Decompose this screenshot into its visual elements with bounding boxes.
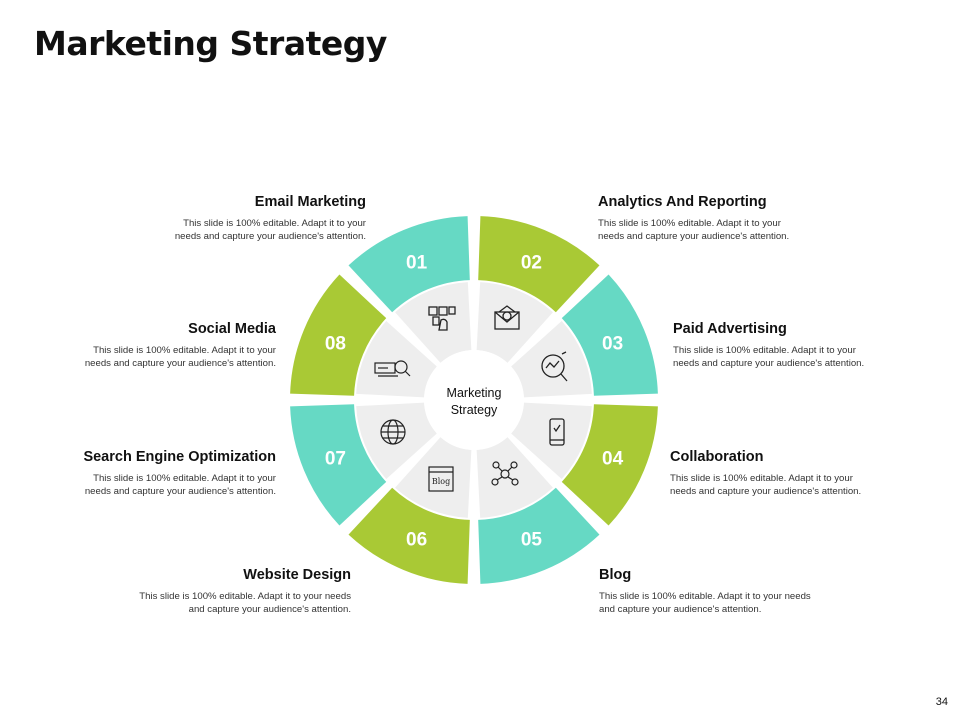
- center-label-line1: Marketing: [447, 386, 502, 400]
- inner-segment-02: [476, 282, 553, 363]
- segment-08: [290, 274, 387, 396]
- segment-number: 05: [521, 530, 543, 551]
- topic-title: Website Design: [243, 567, 351, 583]
- topic-title: Email Marketing: [254, 194, 366, 210]
- segment-number: 02: [521, 252, 542, 273]
- topic-description: This slide is 100% editable. Adapt it to…: [174, 218, 366, 242]
- segment-01: [348, 216, 470, 313]
- segment-05: [478, 487, 600, 584]
- topic-description: This slide is 100% editable. Adapt it to…: [670, 473, 862, 497]
- inner-segment-04: [511, 402, 592, 479]
- topic-website-design: Website Design This slide is 100% editab…: [139, 566, 351, 616]
- topic-title: Collaboration: [670, 449, 764, 465]
- segment-number: 07: [325, 448, 346, 469]
- topic-email-marketing: Email Marketing This slide is 100% edita…: [175, 193, 366, 243]
- email-icon: [494, 305, 520, 330]
- search-engine-icon: [374, 360, 411, 377]
- inner-segment-03: [511, 321, 592, 398]
- topic-title: Search Engine Optimization: [83, 449, 276, 465]
- marketing-ideas-icon: [428, 306, 456, 331]
- segment-06: [348, 487, 470, 584]
- topic-social-media: Social Media This slide is 100% editable…: [85, 320, 276, 370]
- svg-text:Blog: Blog: [432, 477, 450, 486]
- segment-number: 03: [602, 334, 623, 355]
- center-label-line2: Strategy: [451, 403, 498, 417]
- segment-number: 01: [406, 252, 428, 273]
- topic-description: This slide is 100% editable. Adapt it to…: [599, 591, 811, 615]
- topic-blog: Blog This slide is 100% editable. Adapt …: [599, 566, 811, 616]
- slide-title: Marketing Strategy: [34, 24, 387, 63]
- topic-title: Social Media: [188, 321, 276, 337]
- network-icon: [491, 461, 519, 486]
- topic-search-engine-optimization: Search Engine Optimization This slide is…: [83, 448, 276, 498]
- topic-description: This slide is 100% editable. Adapt it to…: [598, 218, 790, 242]
- topic-description: This slide is 100% editable. Adapt it to…: [139, 591, 351, 615]
- topic-analytics-and-reporting: Analytics And Reporting This slide is 10…: [598, 193, 789, 243]
- inner-segment-05: [476, 437, 553, 518]
- topic-description: This slide is 100% editable. Adapt it to…: [84, 345, 276, 369]
- segment-02: [478, 216, 600, 313]
- segment-07: [290, 404, 387, 526]
- inner-segment-08: [356, 321, 437, 398]
- segment-number: 08: [325, 334, 346, 355]
- inner-segment-06: [395, 437, 472, 518]
- segment-04: [561, 404, 658, 526]
- topic-title: Analytics And Reporting: [598, 194, 767, 210]
- globe-icon: [380, 419, 406, 445]
- blog-icon: Blog: [428, 466, 454, 492]
- topic-title: Paid Advertising: [673, 321, 787, 337]
- segment-number: 04: [602, 448, 624, 469]
- analytics-magnifier-icon: [541, 351, 568, 382]
- segment-number: 06: [406, 530, 427, 551]
- topic-title: Blog: [599, 567, 632, 583]
- segment-03: [561, 274, 658, 396]
- topic-description: This slide is 100% editable. Adapt it to…: [84, 473, 276, 497]
- topic-collaboration: Collaboration This slide is 100% editabl…: [670, 448, 861, 498]
- topic-description: This slide is 100% editable. Adapt it to…: [673, 345, 865, 369]
- paid-mobile-icon: [549, 418, 565, 446]
- page-number: 34: [935, 696, 948, 708]
- center-circle: [424, 350, 524, 450]
- topic-paid-advertising: Paid Advertising This slide is 100% edit…: [673, 320, 864, 370]
